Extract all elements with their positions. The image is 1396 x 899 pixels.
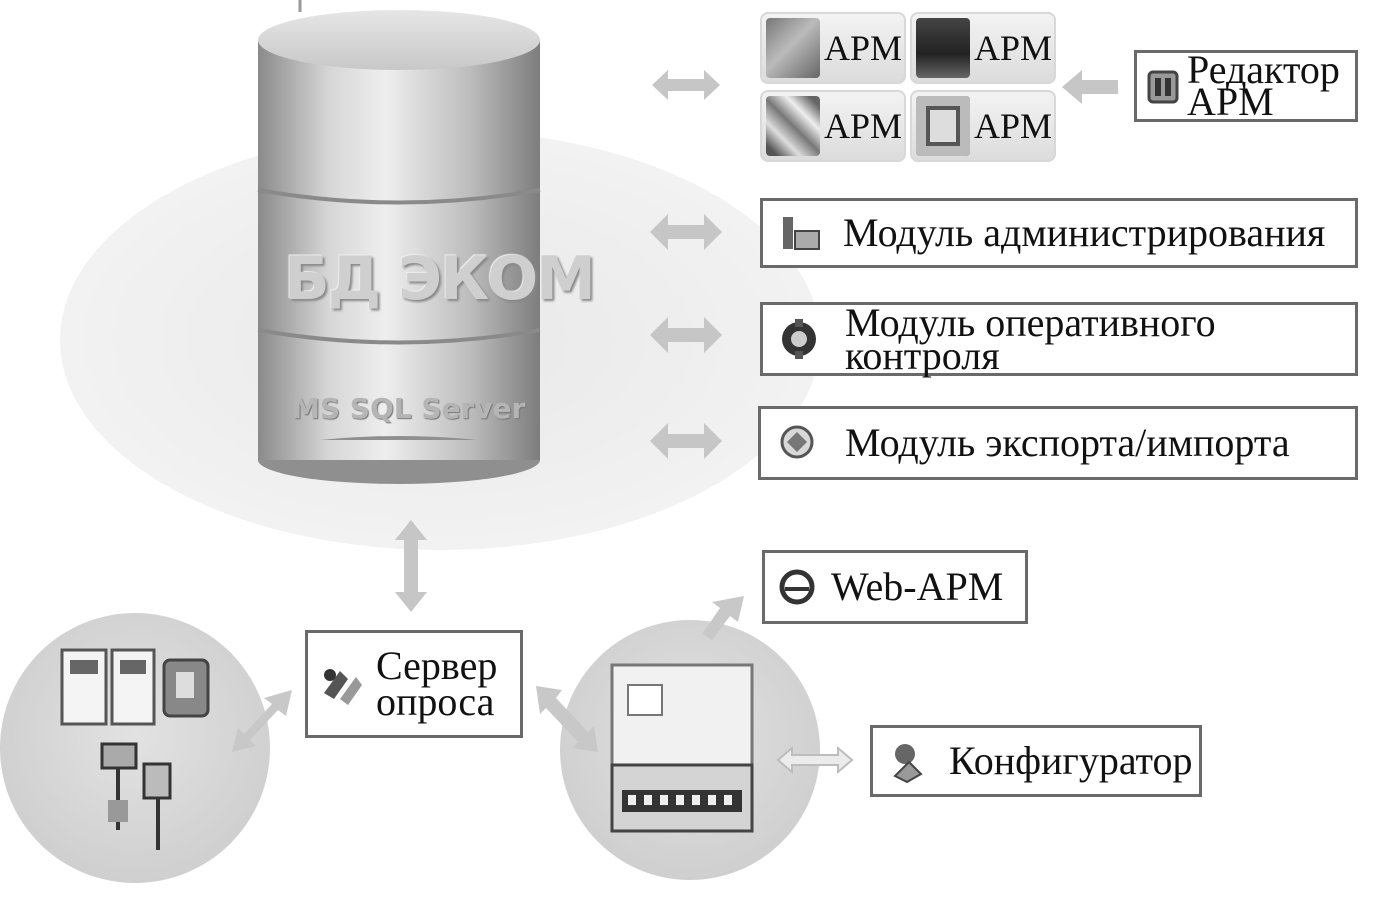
- export-import-icon: [780, 425, 814, 459]
- arm-editor-box[interactable]: Редактор АРМ: [1134, 50, 1358, 122]
- arrow-to-operative: [650, 317, 722, 353]
- configurator-box[interactable]: Конфигуратор: [870, 725, 1202, 797]
- operative-control-module-box[interactable]: Модуль оперативного контроля: [760, 302, 1358, 376]
- arm-window-icon: [916, 96, 970, 156]
- arm-editor-icon: [1147, 70, 1179, 104]
- arrow-controller-to-web: [702, 596, 744, 640]
- export-import-module-box[interactable]: Модуль экспорта/импорта: [758, 406, 1358, 480]
- admin-module-box[interactable]: Модуль администрирования: [760, 198, 1358, 268]
- poll-server-icon: [324, 669, 362, 705]
- admin-module-icon: [783, 217, 820, 250]
- operative-control-label-line2: контроля: [845, 333, 1000, 378]
- web-arm-label: Web-АРМ: [831, 564, 1004, 609]
- operative-control-label-line1: Модуль оперативного: [845, 300, 1216, 345]
- admin-module-label: Модуль администрирования: [843, 210, 1326, 255]
- poll-server-label-line2: опроса: [376, 679, 495, 724]
- arm-tools-icon: [766, 96, 820, 156]
- database-cylinder: [257, 0, 541, 484]
- arrow-from-editor: [1062, 70, 1118, 104]
- arrow-server-to-controller: [536, 686, 598, 752]
- poll-server-label-line1: Сервер: [376, 643, 498, 688]
- arrow-to-arm: [652, 70, 720, 100]
- arm-editor-label-line1: Редактор: [1187, 47, 1340, 92]
- database-subtitle: MS SQL Server: [292, 392, 526, 425]
- arm-tile-label: АРМ: [974, 28, 1053, 68]
- web-arm-box[interactable]: Web-АРМ: [762, 550, 1028, 624]
- arm-tile-2[interactable]: АРМ: [910, 12, 1056, 84]
- arrow-to-export: [650, 423, 722, 459]
- arm-tile-label: АРМ: [824, 28, 903, 68]
- arm-tile-4[interactable]: АРМ: [910, 90, 1056, 162]
- arm-tile-1[interactable]: АРМ: [760, 12, 906, 84]
- operative-control-icon: [782, 319, 816, 359]
- db-arrows: [395, 70, 1118, 612]
- meters-circle: [0, 613, 270, 883]
- poll-server-box[interactable]: Сервер опроса: [305, 630, 523, 738]
- database-title: БД ЭКОМ: [284, 244, 596, 314]
- server-arrows: [232, 596, 854, 775]
- arrow-server-to-meters: [232, 690, 292, 752]
- arrow-db-to-server: [395, 520, 427, 612]
- arm-tile-3[interactable]: АРМ: [760, 90, 906, 162]
- arm-editor-label-line2: АРМ: [1187, 79, 1274, 124]
- arm-building-icon: [916, 18, 970, 78]
- arrow-to-admin: [650, 214, 722, 250]
- controller-circle: [560, 620, 820, 880]
- web-browser-icon: [779, 569, 815, 605]
- configurator-icon: [893, 744, 923, 784]
- arm-tile-label: АРМ: [824, 106, 903, 146]
- arm-tile-label: АРМ: [974, 106, 1053, 146]
- configurator-label: Конфигуратор: [949, 738, 1193, 783]
- arrow-controller-to-configurator: [776, 745, 854, 775]
- export-import-module-label: Модуль экспорта/импорта: [845, 420, 1290, 465]
- arm-landscape-icon: [766, 18, 820, 78]
